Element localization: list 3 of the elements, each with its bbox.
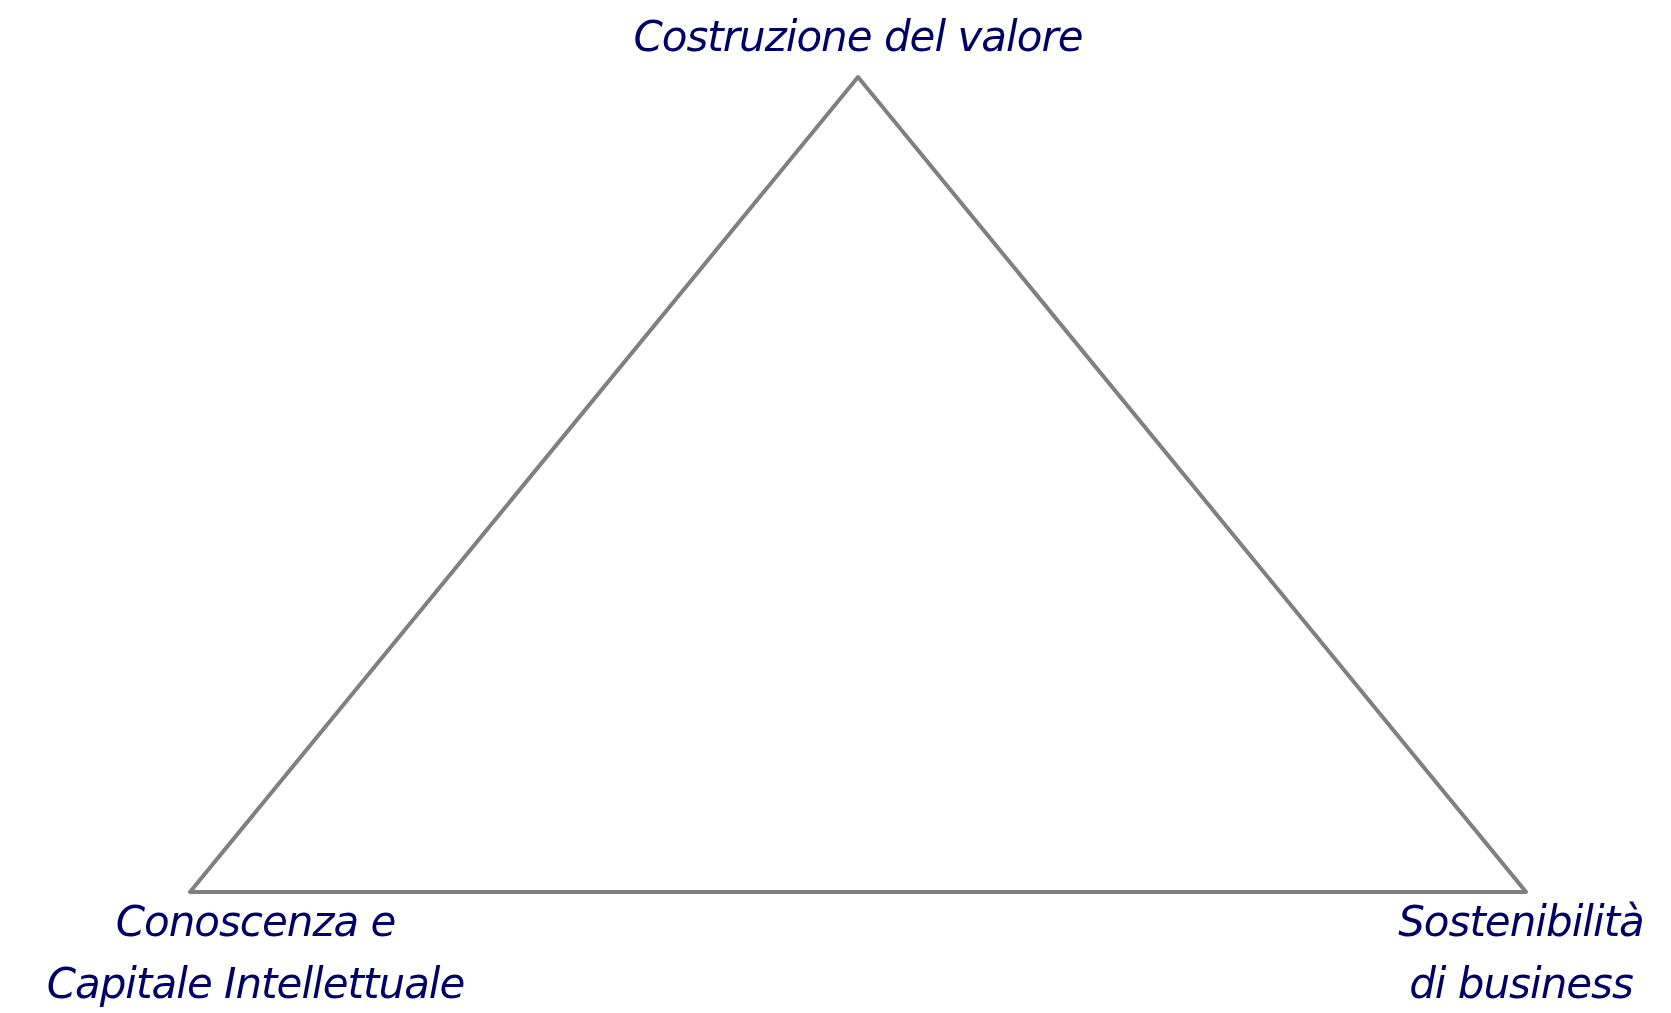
vertex-label: Costruzione del valore — [632, 11, 1084, 63]
vertex-label: Sostenibilità di business — [1397, 896, 1645, 1010]
vertex-label: Conoscenza e Capitale Intellettuale — [45, 896, 466, 1010]
